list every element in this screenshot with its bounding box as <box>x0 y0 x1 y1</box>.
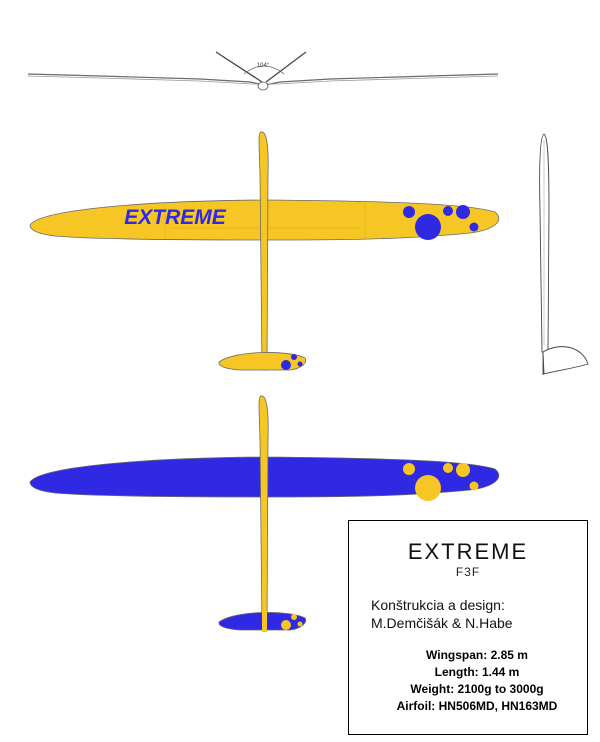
design-label: Konštrukcia a design: <box>371 597 505 613</box>
spec-length: Length: 1.44 m <box>434 665 520 679</box>
wing-dot <box>403 206 415 218</box>
wing-dot <box>469 481 479 491</box>
wing-dot <box>403 463 415 475</box>
spec-wingspan: Wingspan: 2.85 m <box>426 648 528 662</box>
dihedral-angle-label: 104° <box>257 63 270 69</box>
model-title: EXTREME <box>407 539 529 564</box>
wing-dot <box>469 222 479 232</box>
top-view: EXTREME <box>29 131 500 371</box>
v-tail-right <box>265 51 307 83</box>
fuselage-front <box>257 81 269 91</box>
bottom-view <box>29 395 500 632</box>
bottom-fuselage <box>258 395 269 631</box>
spec-airfoil: Airfoil: HN506MD, HN163MD <box>396 699 558 713</box>
title-block: EXTREME F3F Konštrukcia a design: M.Demč… <box>348 520 588 735</box>
design-credits: Konštrukcia a design: M.Demčišák & N.Hab… <box>371 596 513 632</box>
stab-dot <box>297 621 303 627</box>
wing-dot <box>415 214 441 240</box>
wing-dot <box>456 463 470 477</box>
stab-dot <box>281 360 291 370</box>
side-view <box>539 133 589 375</box>
wing-dot <box>443 463 453 473</box>
wing-dot <box>456 205 470 219</box>
top-fuselage <box>258 131 269 371</box>
side-fuselage <box>539 133 550 353</box>
side-canopy <box>542 346 589 375</box>
designer-names: M.Demčišák & N.Habe <box>371 615 513 631</box>
wing-dot <box>443 206 453 216</box>
model-class: F3F <box>455 565 481 579</box>
stab-dot <box>281 620 291 630</box>
wing-dot <box>415 475 441 501</box>
specifications: Wingspan: 2.85 m Length: 1.44 m Weight: … <box>349 647 587 715</box>
stab-dot <box>291 614 297 620</box>
stab-dot <box>297 361 303 367</box>
stab-dot <box>291 354 297 360</box>
v-tail-left <box>215 51 263 83</box>
wing-logo: EXTREME <box>124 206 227 229</box>
front-view: 104° <box>27 51 499 91</box>
spec-weight: Weight: 2100g to 3000g <box>410 682 544 696</box>
